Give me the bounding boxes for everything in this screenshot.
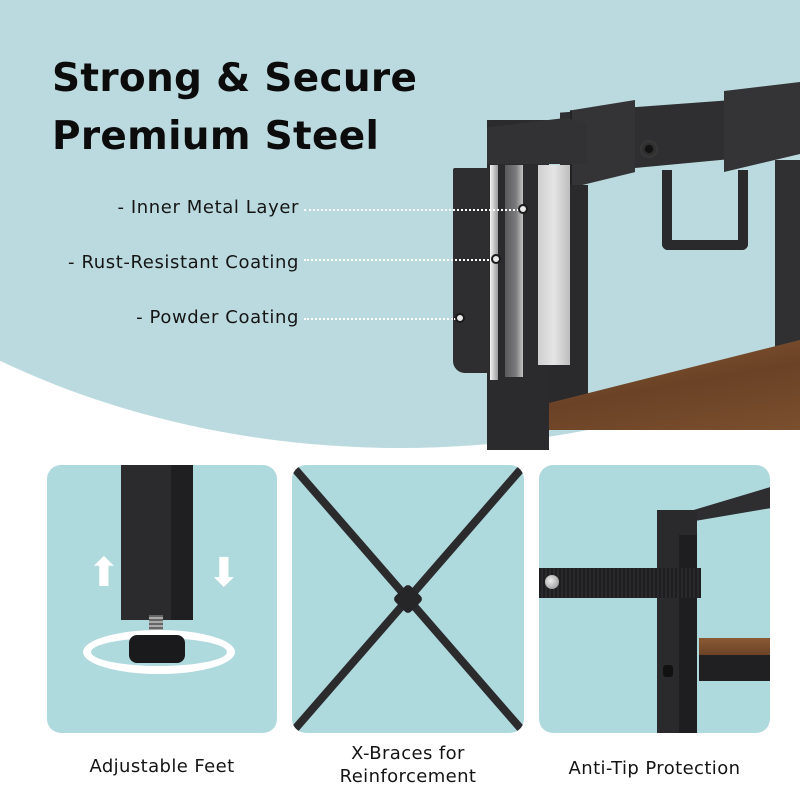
powder-coating-cutaway xyxy=(453,168,489,373)
callout-dot-icon xyxy=(518,204,528,214)
coating-edge-cutaway xyxy=(490,165,498,380)
feature-card-x-braces xyxy=(292,465,524,733)
rust-resistant-layer-cutaway xyxy=(505,165,523,377)
callout-leader-line xyxy=(304,209,519,211)
wood-shelf xyxy=(699,638,770,656)
headline-line-1: Strong & Secure xyxy=(52,56,418,101)
arrow-up-icon: ⬆ xyxy=(87,550,121,596)
headline-line-2: Premium Steel xyxy=(52,114,380,159)
rotate-arrow-icon xyxy=(83,630,235,674)
frame-post-cap xyxy=(487,118,587,164)
shelf-support-bar xyxy=(699,655,770,681)
feature-caption-adjustable-feet: Adjustable Feet xyxy=(89,756,235,777)
callout-leader-line xyxy=(304,318,456,320)
caption-line-1: X-Braces for xyxy=(351,743,465,764)
feature-caption-x-braces: X-Braces for Reinforcement xyxy=(292,742,524,788)
arrow-down-icon: ⬇ xyxy=(207,550,241,596)
frame-post-shadow xyxy=(679,535,697,733)
callout-leader-line xyxy=(304,259,492,261)
caption-line-2: Reinforcement xyxy=(339,766,477,787)
hero-section: Strong & Secure Premium Steel - Inner Me… xyxy=(0,0,800,450)
page-title: Strong & Secure Premium Steel xyxy=(52,50,417,166)
anti-tip-strap xyxy=(539,568,701,598)
leveling-foot xyxy=(129,635,185,663)
feature-caption-anti-tip: Anti-Tip Protection xyxy=(568,758,741,779)
feature-card-anti-tip xyxy=(539,465,770,733)
callout-dot-icon xyxy=(455,313,465,323)
wall-screw-icon xyxy=(545,575,559,589)
callout-dot-icon xyxy=(491,254,501,264)
table-leg-shadow xyxy=(171,465,193,620)
bolt-icon xyxy=(640,140,658,158)
frame-hook-bracket xyxy=(662,170,748,250)
feature-card-adjustable-feet: ⬆ ⬇ xyxy=(47,465,277,733)
callout-rust-resistant-coating: - Rust-Resistant Coating xyxy=(68,252,299,273)
frame-beam-sleeve xyxy=(724,82,800,172)
callout-inner-metal-layer: - Inner Metal Layer xyxy=(117,197,299,218)
callout-powder-coating: - Powder Coating xyxy=(136,307,299,328)
inner-metal-layer-cutaway xyxy=(538,165,570,365)
shelf-peg xyxy=(663,665,673,677)
